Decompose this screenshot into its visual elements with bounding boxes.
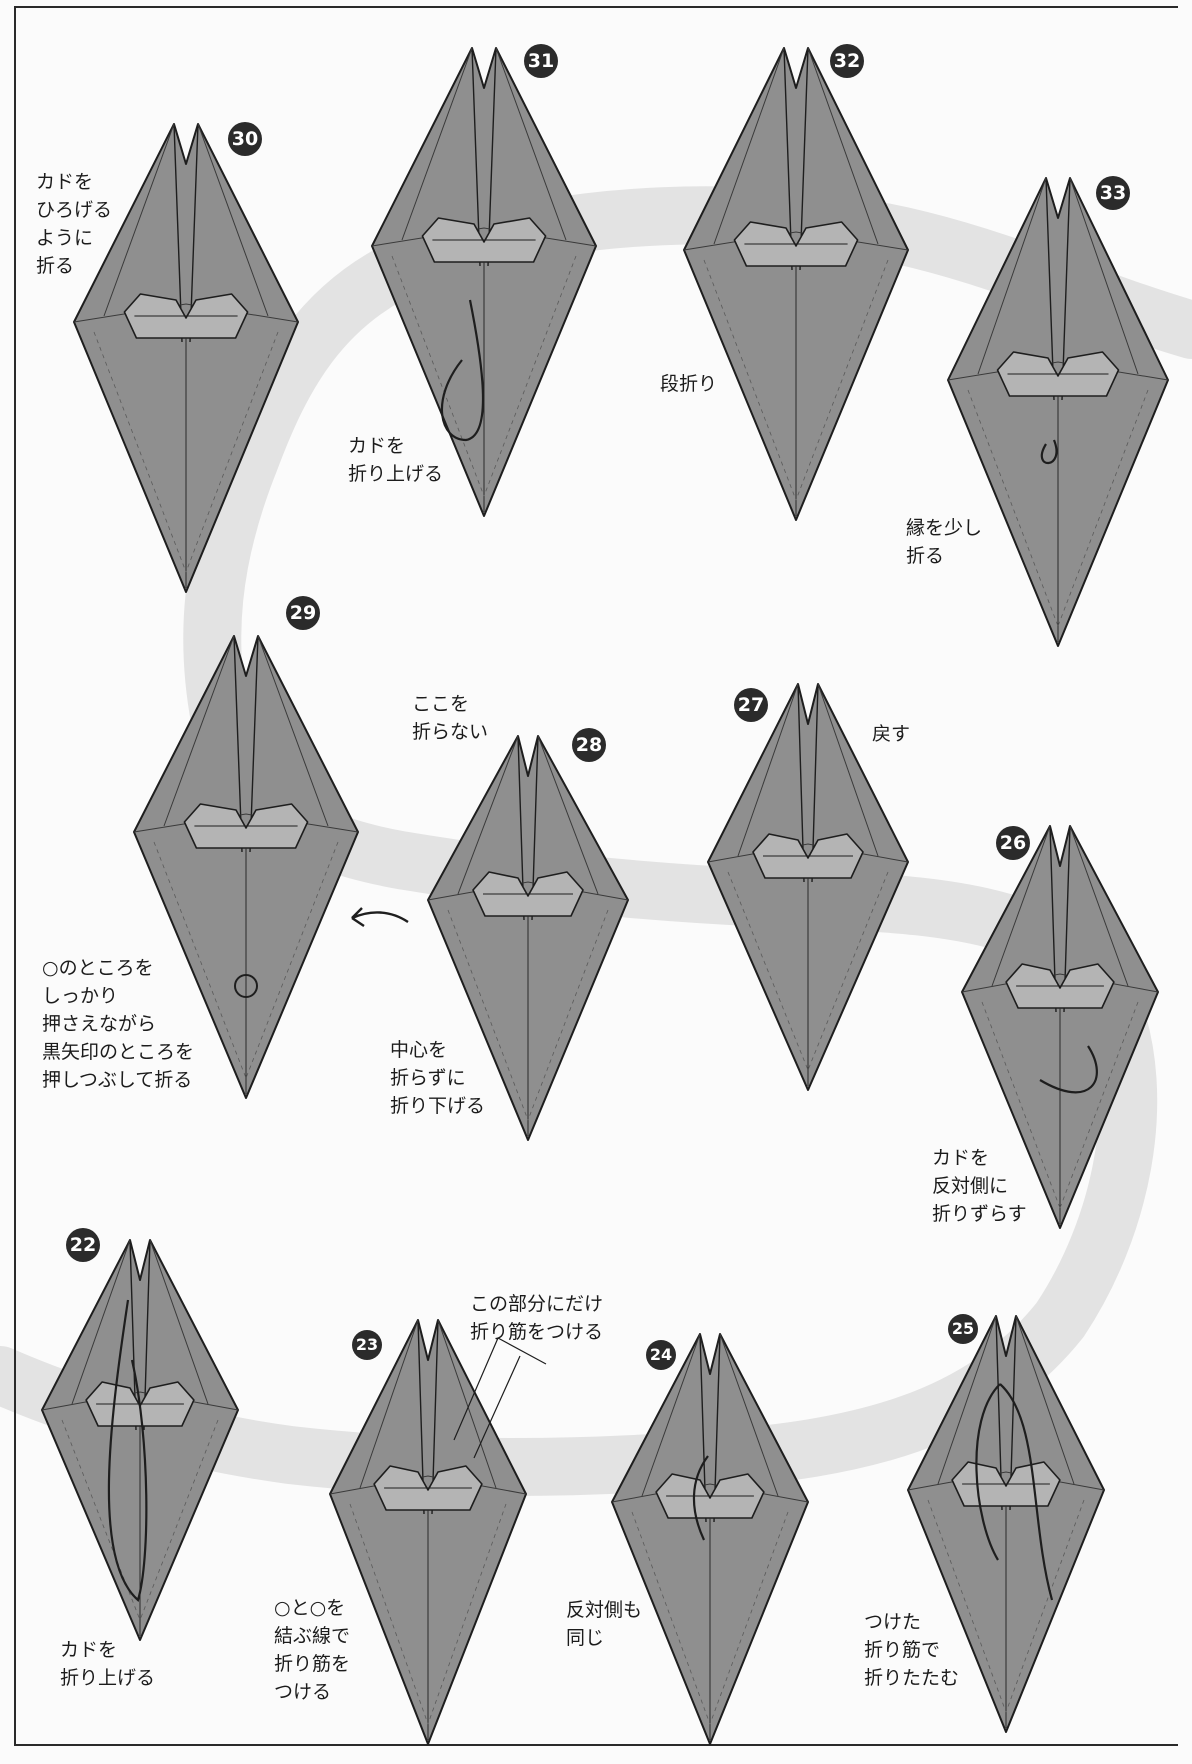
- step-23-note-pointer: [453, 1337, 547, 1459]
- page-frame: [14, 6, 1178, 1746]
- step-number-30: 30: [228, 122, 262, 156]
- diagram-step-27: [707, 683, 909, 1091]
- diagram-step-24: [611, 1333, 809, 1745]
- diagram-step-33: [947, 177, 1169, 647]
- step-28-note: ここを 折らない: [412, 693, 489, 743]
- step-31-caption: カドを 折り上げる: [348, 435, 444, 485]
- step-number-22: 22: [66, 1228, 100, 1262]
- step-number-33: 33: [1096, 176, 1130, 210]
- step-number-27: 27: [734, 688, 768, 722]
- fold-arrow-24: [692, 1455, 709, 1541]
- step-22-caption: カドを 折り上げる: [60, 1639, 156, 1689]
- diagram-step-29: [133, 635, 359, 1099]
- fold-arrow-25b: [999, 1383, 1054, 1601]
- diagram-step-22: [41, 1239, 239, 1641]
- step-number-32: 32: [830, 44, 864, 78]
- step-24-caption: 反対側も 同じ: [566, 1599, 643, 1649]
- step-number-24: 24: [646, 1340, 676, 1370]
- diagram-step-30: [73, 123, 299, 593]
- diagram-step-28: [427, 735, 629, 1141]
- hold-point-marker: [234, 974, 258, 998]
- step-25-caption: つけた 折り筋で 折りたたむ: [864, 1611, 960, 1689]
- fold-arrow-31: [440, 299, 485, 442]
- step-number-26: 26: [996, 826, 1030, 860]
- fold-arrow-22: [107, 1299, 148, 1602]
- step-number-25: 25: [948, 1314, 978, 1344]
- diagram-step-32: [683, 47, 909, 521]
- fold-arrow-33: [1040, 439, 1058, 465]
- transition-arrow: [351, 907, 409, 927]
- step-number-29: 29: [286, 596, 320, 630]
- step-32-caption: 段折り: [660, 373, 718, 395]
- step-23-caption: ○と○を 結ぶ線で 折り筋を つける: [274, 1597, 351, 1703]
- step-23-note: この部分にだけ 折り筋をつける: [470, 1293, 604, 1343]
- diagram-step-26: [961, 825, 1159, 1229]
- diagram-step-31: [371, 47, 597, 517]
- step-number-28: 28: [572, 728, 606, 762]
- step-28-caption: 中心を 折らずに 折り下げる: [390, 1039, 486, 1117]
- step-26-caption: カドを 反対側に 折りずらす: [932, 1147, 1027, 1225]
- fold-arrow-26: [1039, 1045, 1098, 1094]
- diagram-step-23: [329, 1319, 527, 1745]
- step-30-caption: カドを ひろげる ように 折る: [36, 171, 113, 277]
- step-29-caption: ○のところを しっかり 押さえながら 黒矢印のところを 押しつぶして折る: [42, 957, 195, 1091]
- step-33-caption: 縁を少し 折る: [906, 517, 983, 567]
- step-number-23: 23: [352, 1330, 382, 1360]
- step-27-caption: 戻す: [872, 723, 911, 745]
- step-number-31: 31: [524, 44, 558, 78]
- fold-arrow-25a: [975, 1383, 1001, 1561]
